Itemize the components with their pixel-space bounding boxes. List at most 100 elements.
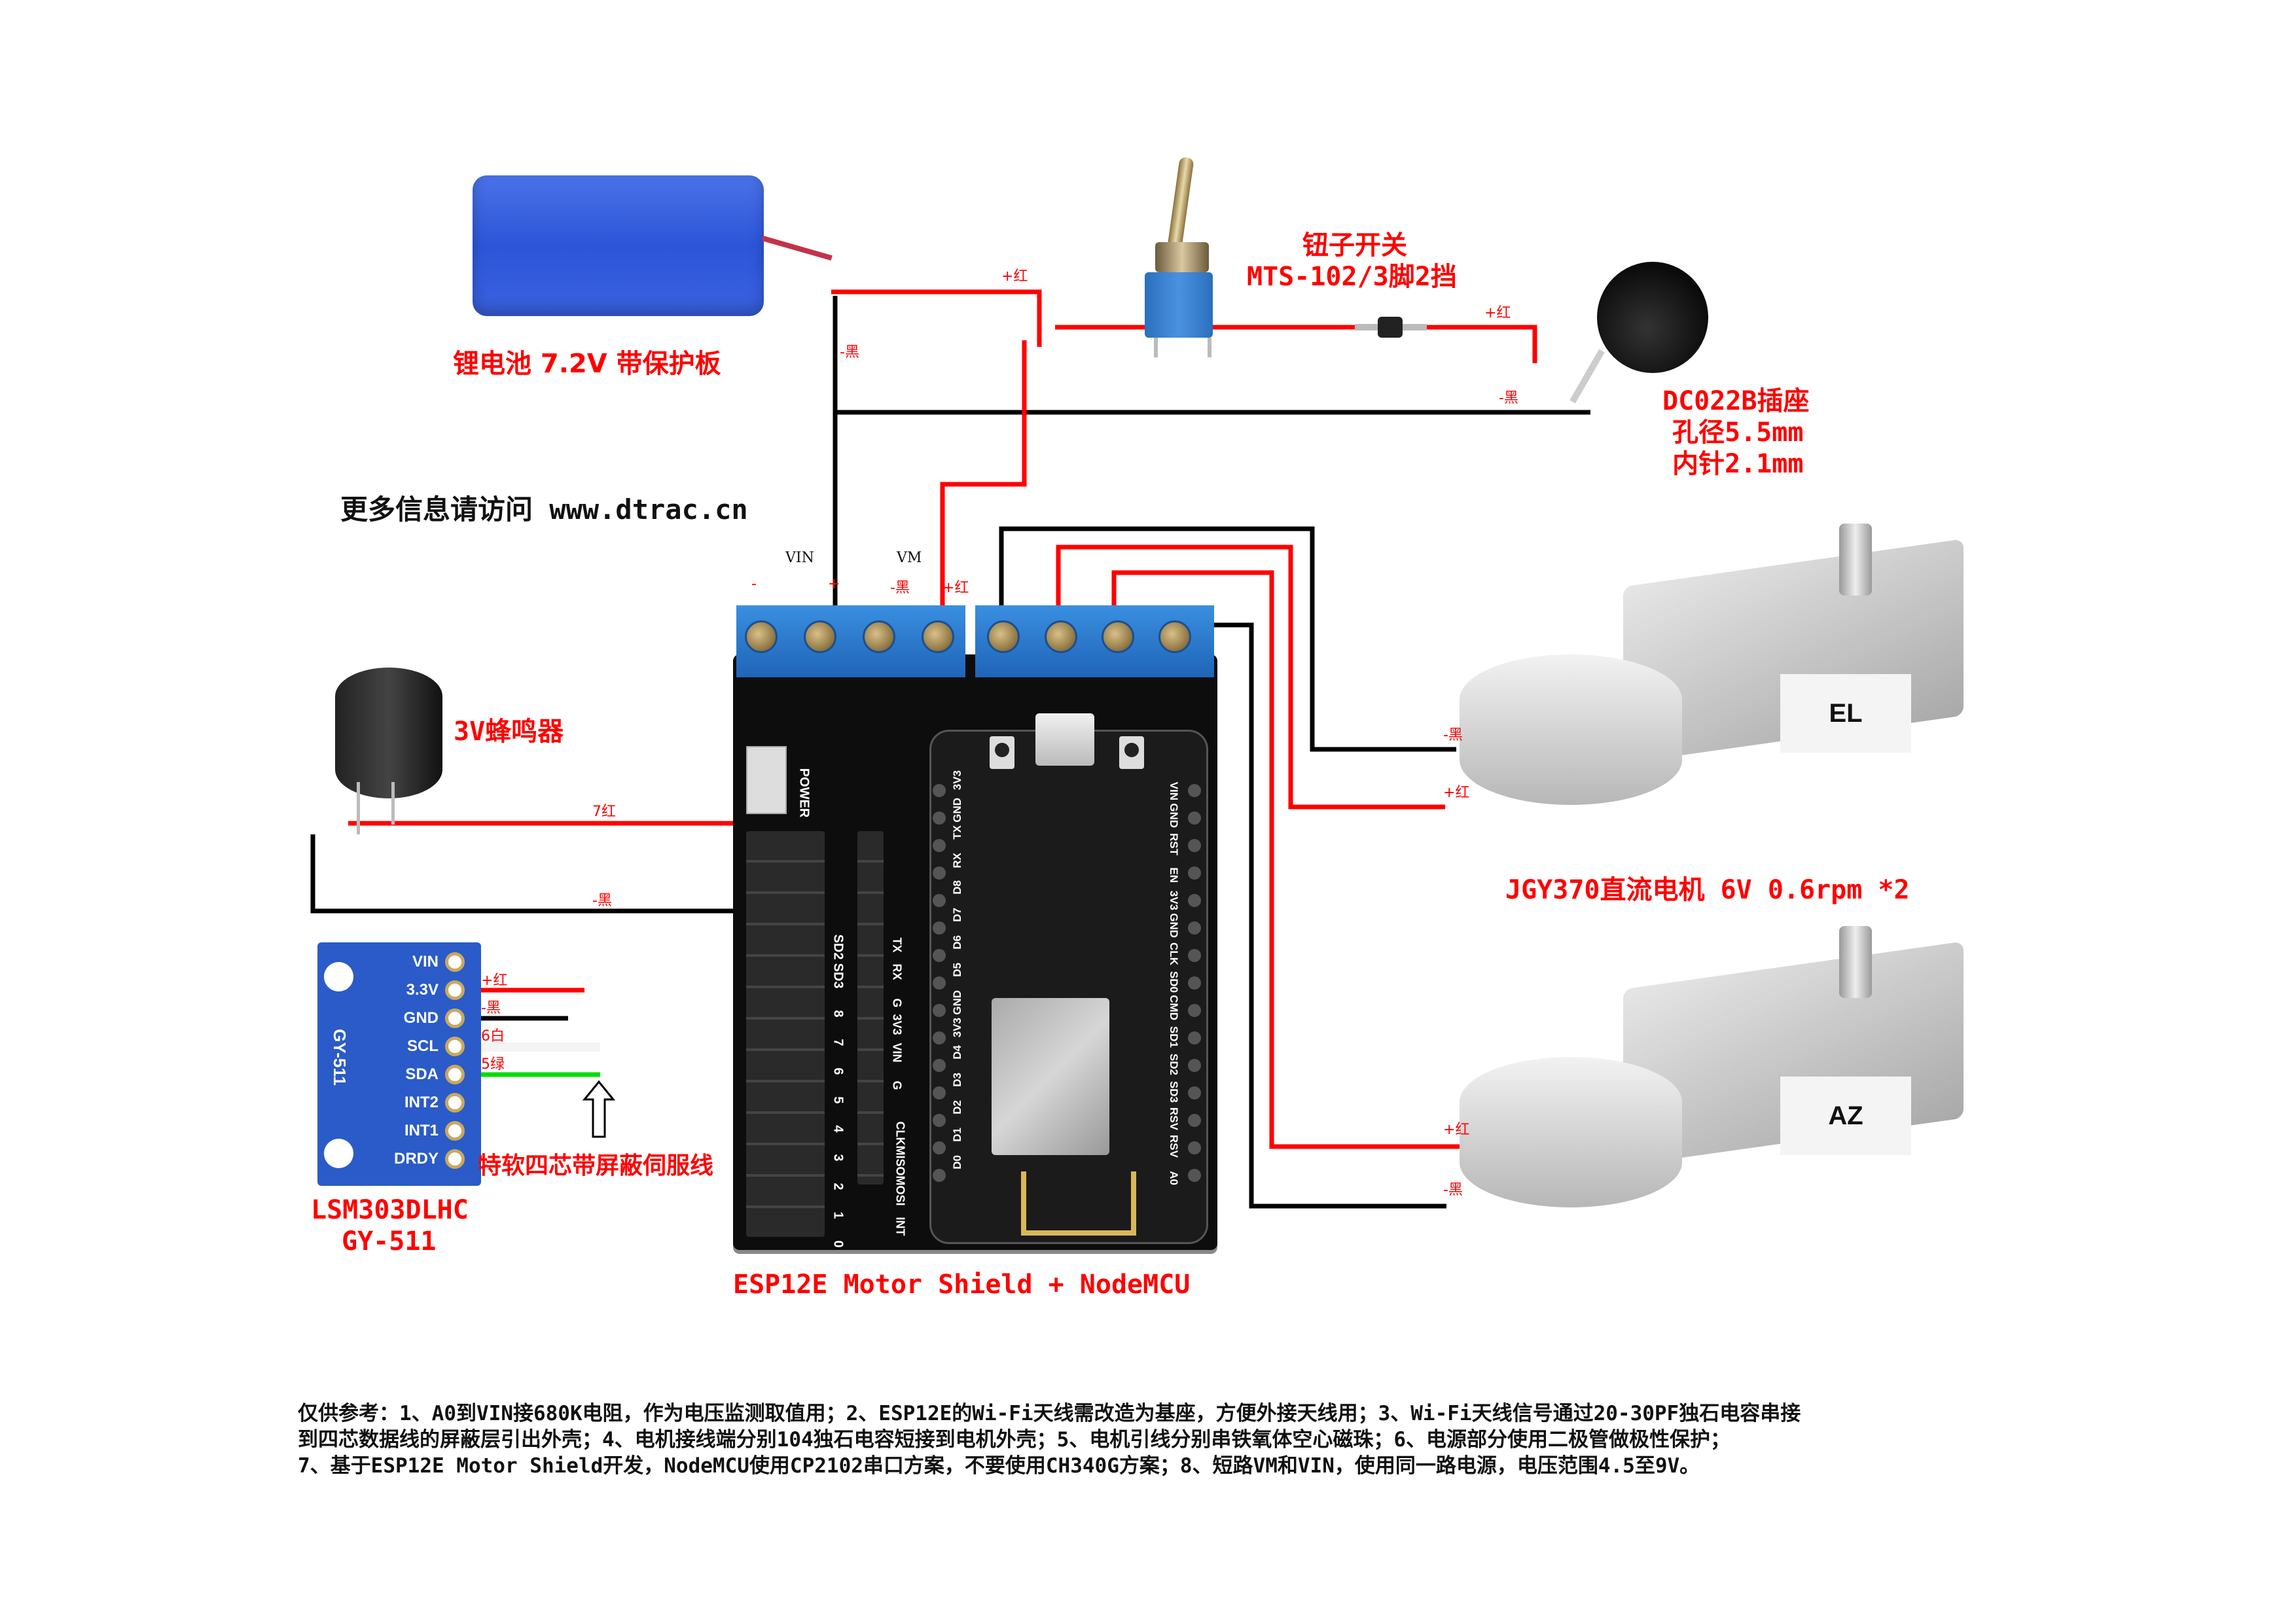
sensor-pin-pad[interactable] (445, 1093, 465, 1113)
sensor-pin-pad[interactable] (445, 1037, 465, 1056)
nodemcu-pin-hole[interactable] (1188, 1059, 1201, 1072)
motor-az: AZ (1460, 926, 1983, 1266)
esp12e-module (992, 998, 1109, 1155)
buzzer-negative-label: -黑 (592, 893, 612, 909)
sensor-pin-pad[interactable] (445, 1121, 465, 1141)
terminal-screw[interactable] (987, 620, 1020, 653)
nodemcu-pin-hole[interactable] (933, 839, 946, 852)
battery-negative-label: -黑 (840, 344, 859, 361)
sensor-pin-pad[interactable] (445, 1008, 465, 1028)
toggle-switch[interactable] (1142, 151, 1221, 360)
sensor-pin-label: INT1 (404, 1122, 439, 1139)
nodemcu-right-pin: GND (1168, 803, 1180, 828)
sensor-pin-pad[interactable] (445, 1149, 465, 1169)
wire-el-negative (999, 526, 1456, 752)
terminal-screw[interactable] (922, 620, 954, 653)
vin-minus: - (751, 576, 757, 592)
shield-gpio-label: 7 (831, 1039, 846, 1046)
nodemcu-right-pin: 3V3 (1168, 890, 1180, 910)
terminal-screw[interactable] (1158, 620, 1191, 653)
dc-jack[interactable] (1570, 255, 1721, 406)
vm-positive: +红 (942, 580, 969, 596)
dcjack-title: DC022B插座 (1662, 386, 1810, 416)
shield-gpio-label: 1 (831, 1211, 846, 1219)
uart-header[interactable] (857, 831, 884, 1185)
nodemcu-pin-hole[interactable] (1188, 784, 1201, 797)
mount-hole-top (324, 962, 353, 991)
nodemcu-pin-hole[interactable] (1188, 1141, 1201, 1154)
nodemcu-pin-hole[interactable] (1188, 921, 1201, 935)
sensor-pin-label: SCL (407, 1037, 439, 1055)
nodemcu-pin-hole[interactable] (933, 784, 946, 797)
motor-el-shaft (1839, 524, 1872, 596)
terminal-screw[interactable] (1102, 620, 1134, 653)
buzzer-pin-right (391, 782, 395, 825)
nodemcu-pin-hole[interactable] (1188, 1169, 1201, 1182)
nodemcu-pin-hole[interactable] (1188, 1086, 1201, 1099)
nodemcu-pin-hole[interactable] (933, 976, 946, 990)
nodemcu-pin-hole[interactable] (933, 1031, 946, 1044)
nodemcu-left-pin: 3V3 (951, 770, 963, 791)
sensor-pin-label: GND (403, 1009, 439, 1027)
nodemcu-right-pin: A0 (1168, 1171, 1180, 1185)
rst-button[interactable] (1119, 736, 1144, 769)
sensor-wire-3v3-label: +红 (481, 972, 508, 989)
vm-label: VM (897, 550, 922, 566)
nodemcu-pin-hole[interactable] (933, 949, 946, 962)
terminal-screw[interactable] (863, 620, 895, 653)
nodemcu-pin-hole[interactable] (1188, 1114, 1201, 1127)
nodemcu-pin-hole[interactable] (1188, 812, 1201, 825)
nodemcu-pin-hole[interactable] (1188, 894, 1201, 907)
nodemcu-pin-hole[interactable] (933, 1114, 946, 1127)
pcb-antenna (1021, 1171, 1136, 1236)
toggle-nut (1155, 242, 1209, 272)
sensor-pin-pad[interactable] (445, 952, 465, 972)
nodemcu-pin-hole[interactable] (1188, 976, 1201, 990)
reference-notes: 仅供参考：1、A0到VIN接680K电阻，作为电压监测取值用；2、ESP12E的… (298, 1400, 2183, 1479)
wire-diode-to-dcjack (1427, 325, 1537, 363)
shield-power-switch[interactable] (746, 746, 787, 814)
website-link[interactable]: 更多信息请访问 www.dtrac.cn (340, 493, 748, 526)
wire-switch-to-vm-positive (940, 340, 1027, 622)
nodemcu-pin-hole[interactable] (1188, 1031, 1201, 1044)
nodemcu-pin-hole[interactable] (933, 812, 946, 825)
gpio-header[interactable] (746, 831, 825, 1237)
nodemcu-pin-hole[interactable] (1188, 866, 1201, 880)
nodemcu-pin-hole[interactable] (933, 866, 946, 880)
nodemcu-left-pin: RX (951, 853, 963, 868)
nodemcu-pin-hole[interactable] (933, 1059, 946, 1072)
motor-el: EL (1460, 524, 1983, 864)
nodemcu-pin-hole[interactable] (933, 1141, 946, 1154)
sensor-pin-pad[interactable] (445, 980, 465, 1000)
motor-label: JGY370直流电机 6V 0.6rpm *2 (1505, 875, 1910, 905)
dcjack-pin: 内针2.1mm (1672, 449, 1804, 479)
nodemcu-pin-hole[interactable] (933, 1086, 946, 1099)
shield-gpio-label: 3 (831, 1154, 846, 1162)
nodemcu-right-pin: RSV (1168, 1107, 1180, 1130)
terminal-screw[interactable] (1045, 620, 1077, 653)
nodemcu-pin-hole[interactable] (1188, 839, 1201, 852)
nodemcu-board (929, 730, 1208, 1244)
motor-az-negative-label: -黑 (1443, 1182, 1463, 1198)
nodemcu-pin-hole[interactable] (1188, 949, 1201, 962)
terminal-screw[interactable] (745, 620, 778, 653)
nodemcu-pin-hole[interactable] (933, 894, 946, 907)
terminal-screw[interactable] (804, 620, 836, 653)
motor-az-shaft (1839, 926, 1872, 998)
nodemcu-pin-hole[interactable] (933, 1004, 946, 1017)
wire-el-positive (1056, 544, 1445, 810)
nodemcu-right-pin: CLK (1168, 942, 1180, 965)
motor-az-can (1460, 1057, 1682, 1207)
nodemcu-pin-hole[interactable] (933, 921, 946, 935)
sensor-pin-label: 3.3V (406, 981, 439, 999)
flash-button[interactable] (990, 736, 1014, 769)
motor-az-tag: AZ (1780, 1077, 1911, 1155)
nodemcu-left-pin: D6 (951, 935, 963, 950)
nodemcu-left-pin: D5 (951, 963, 963, 977)
nodemcu-right-pin: SD3 (1168, 1080, 1180, 1103)
nodemcu-pin-hole[interactable] (933, 1169, 946, 1182)
nodemcu-pin-hole[interactable] (1188, 1004, 1201, 1017)
usb-port[interactable] (1035, 713, 1094, 766)
sensor-pin-pad[interactable] (445, 1065, 465, 1084)
shield-spi-label: INT (893, 1217, 907, 1236)
